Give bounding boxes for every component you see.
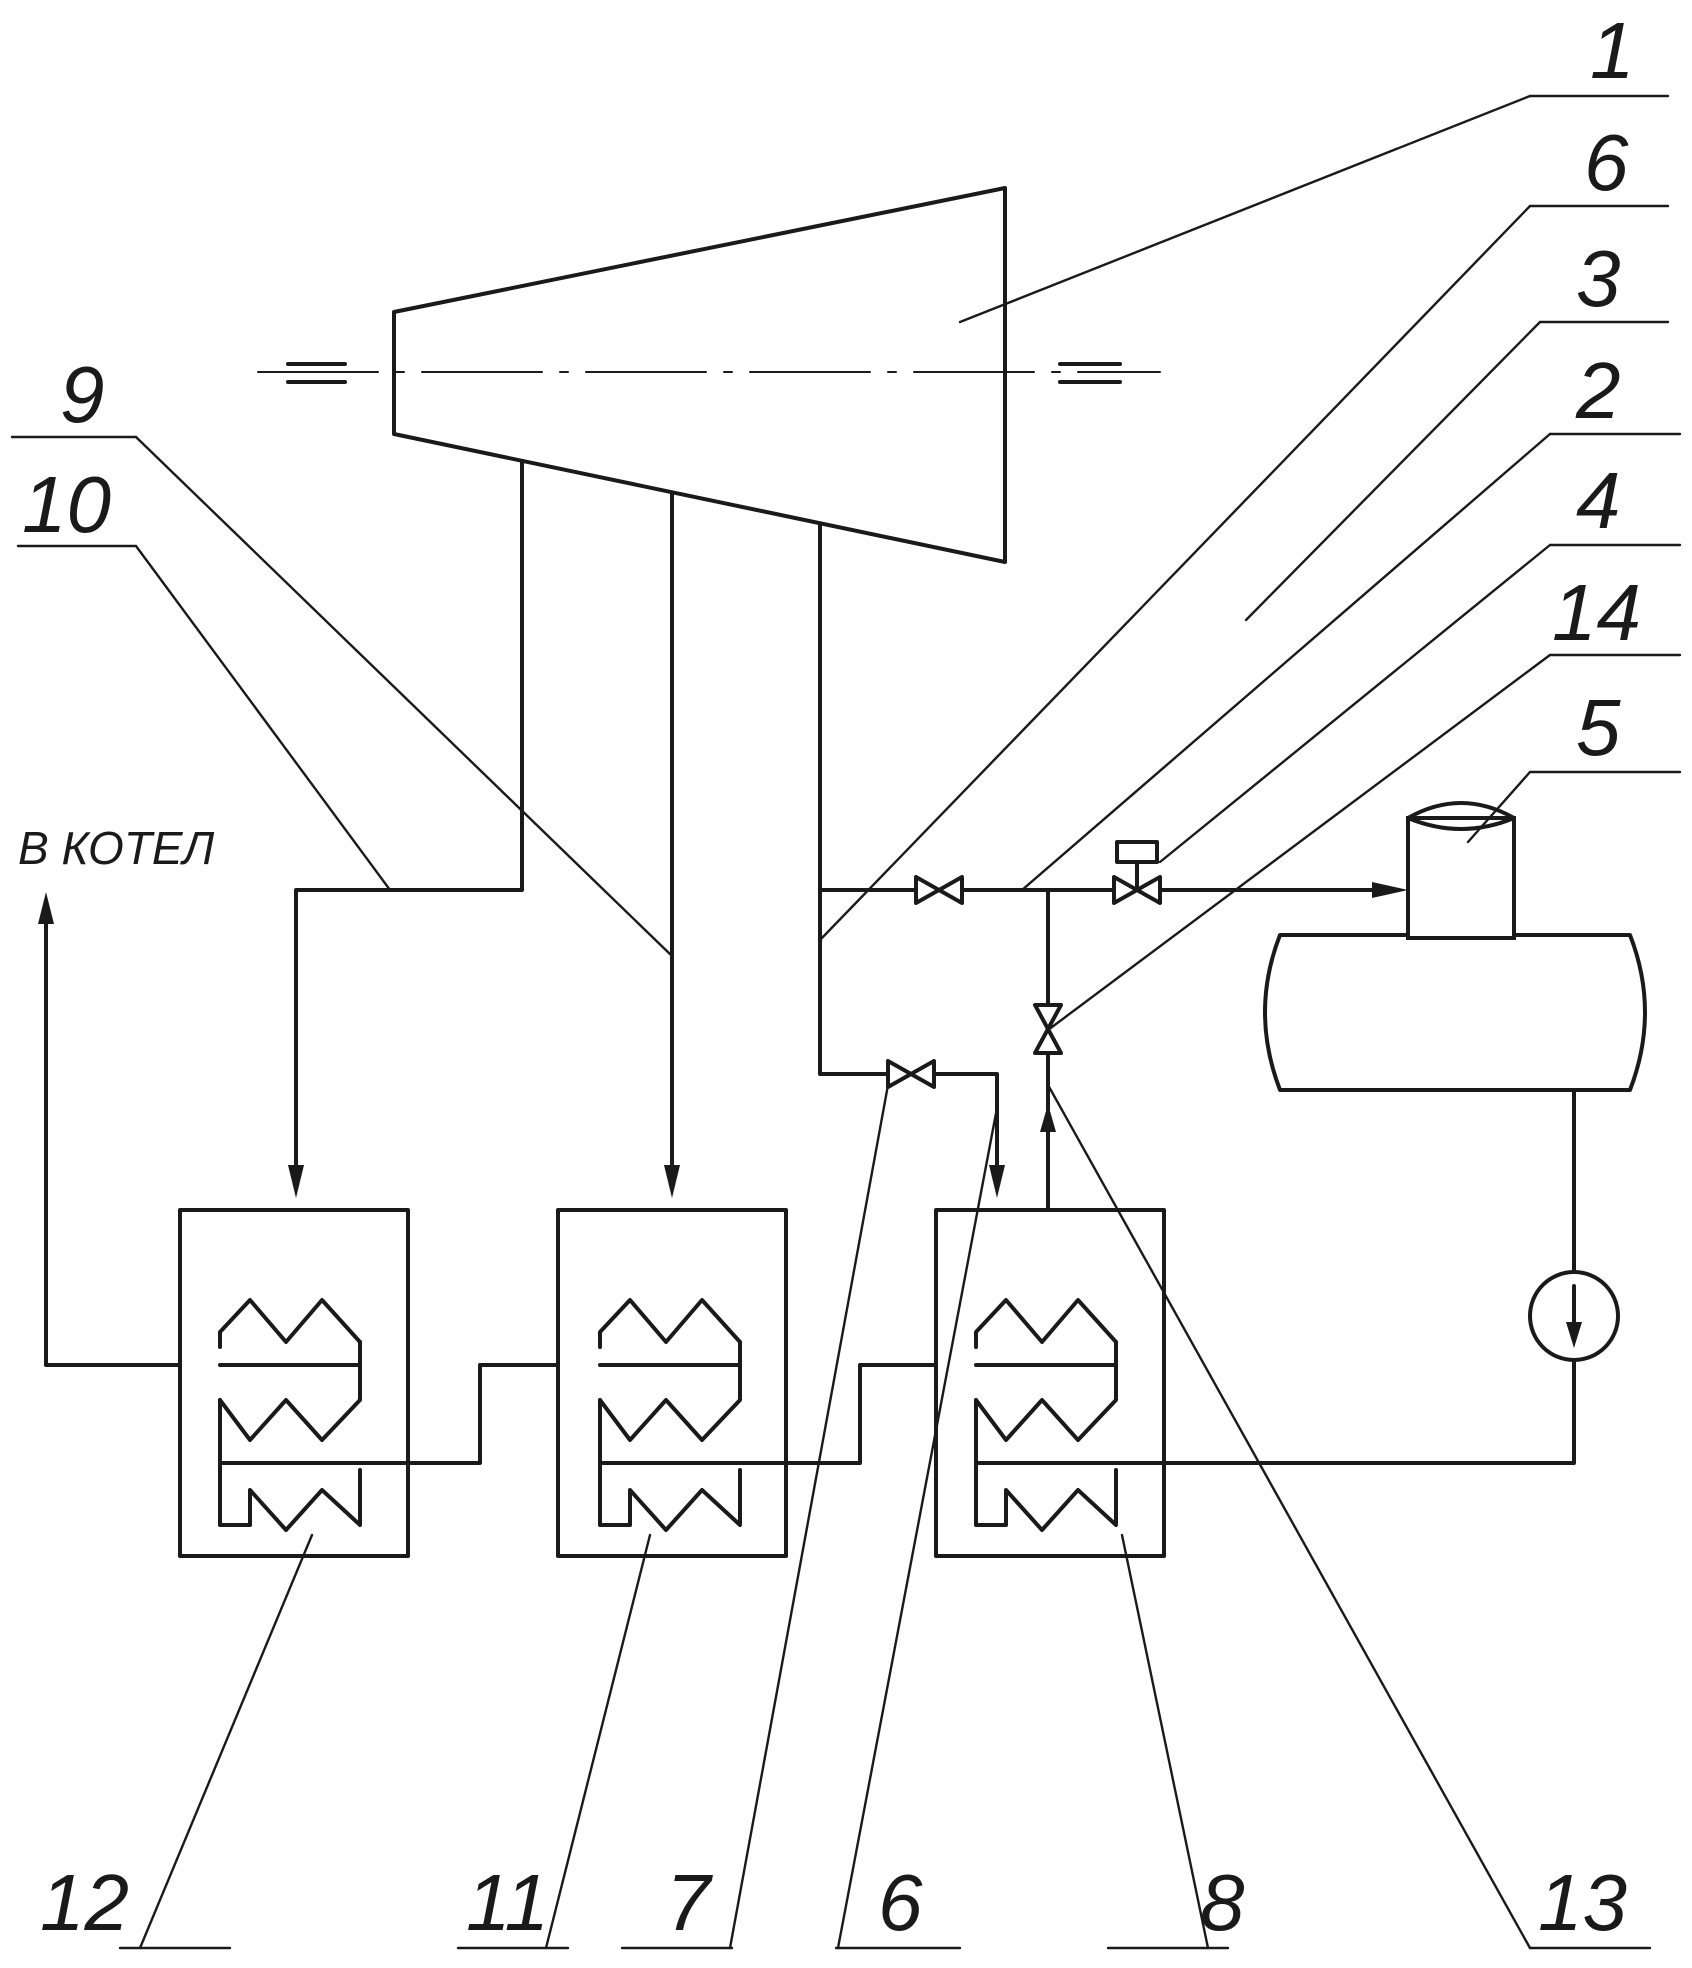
label-7: 7: [666, 1858, 713, 1947]
steam-line-to-deaerator: [818, 882, 1408, 1209]
heater-12: [178, 1208, 410, 1558]
label-8: 8: [1200, 1858, 1245, 1947]
turbine: [257, 186, 1161, 564]
heater-8: [934, 1208, 1166, 1558]
label-14: 14: [1552, 568, 1641, 657]
valve-2: [914, 875, 964, 905]
extraction-line-12: [288, 460, 524, 1198]
label-3: 3: [1576, 234, 1621, 323]
label-4: 4: [1576, 456, 1621, 545]
extraction-line-11: [664, 491, 680, 1198]
label-12: 12: [40, 1858, 129, 1947]
label-9: 9: [60, 350, 105, 439]
boiler-caption: В КОТЕЛ: [18, 822, 215, 874]
pump: [1158, 1088, 1620, 1465]
leader-lines: [10, 94, 1682, 1950]
valve-7: [886, 1059, 936, 1089]
labels: В КОТЕЛ 1 6 3 2 4 14 5 9 10 12 11 7 6 8 …: [18, 6, 1641, 1947]
valve-14: [1033, 1003, 1063, 1055]
label-2: 2: [1575, 346, 1621, 435]
label-1: 1: [1590, 6, 1635, 95]
control-valve-4: [1112, 840, 1162, 905]
deaerator: [1263, 801, 1647, 1092]
label-11: 11: [466, 1858, 549, 1947]
heater-11: [556, 1208, 788, 1558]
label-10: 10: [22, 460, 111, 549]
label-6-bottom: 6: [878, 1858, 923, 1947]
feedwater-line: [38, 892, 938, 1465]
label-6-top: 6: [1584, 118, 1629, 207]
label-5: 5: [1576, 683, 1621, 772]
label-13: 13: [1538, 1858, 1627, 1947]
extraction-line-8: [818, 522, 1005, 1198]
